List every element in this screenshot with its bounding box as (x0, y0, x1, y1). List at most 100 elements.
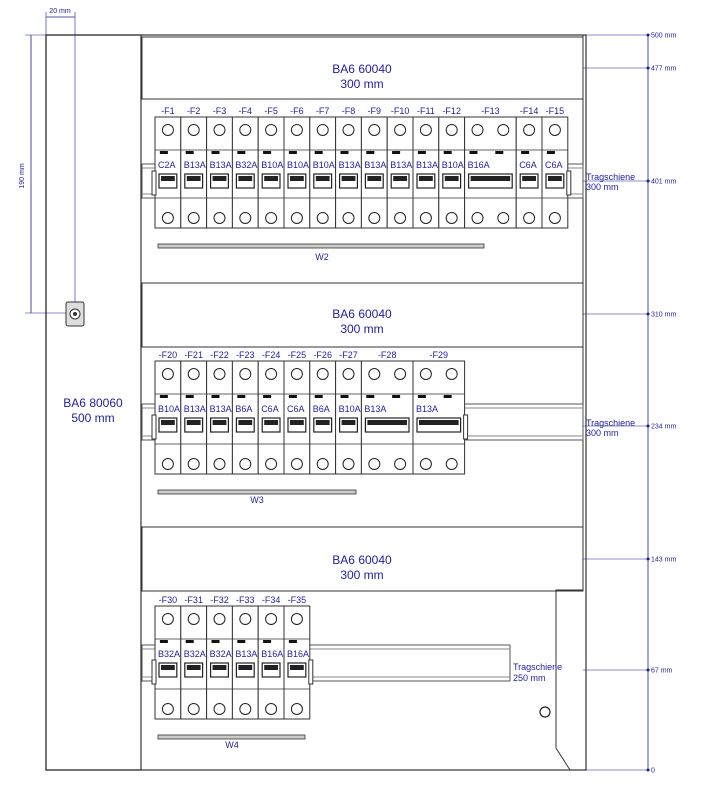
breaker-rating-label: C6A (545, 160, 563, 170)
status-indicator (521, 151, 530, 154)
terminal-screw (213, 124, 226, 136)
busbar-label-w2: W2 (315, 252, 329, 262)
terminal-screw (213, 212, 226, 224)
status-indicator (314, 151, 323, 154)
terminal-screw (187, 613, 200, 625)
terminal-screw (368, 124, 381, 136)
terminal-screw (290, 613, 303, 625)
terminal-screw (265, 703, 278, 715)
height-tick-dot (646, 768, 650, 772)
status-indicator (417, 395, 426, 398)
status-indicator (443, 395, 452, 398)
terminal-screw (497, 124, 510, 136)
status-indicator (237, 151, 246, 154)
breaker-id-label: -F13 (481, 106, 500, 116)
height-tick-label: 477 mm (651, 66, 676, 73)
height-tick-dot (646, 179, 650, 183)
breaker-rating-label: B13A (210, 404, 232, 414)
breaker-rating-label: B13A (416, 160, 438, 170)
toggle-lever-handle (212, 665, 227, 670)
breaker-rating-label: C2A (158, 160, 176, 170)
terminal-screw (394, 458, 407, 470)
toggle-lever-handle (186, 420, 201, 425)
breaker-id-label: -F10 (391, 106, 410, 116)
toggle-lever-handle (264, 665, 278, 670)
breaker-rating-label: C6A (287, 404, 305, 414)
status-indicator (237, 640, 246, 643)
rail-1-size: 300 mm (586, 182, 619, 192)
toggle-lever-handle (419, 176, 433, 181)
toggle-lever-handle (315, 420, 330, 425)
rail-3-size: 250 mm (513, 673, 546, 683)
terminal-screw (368, 458, 381, 470)
end-clamp (151, 170, 157, 196)
toggle-lever-handle (186, 176, 201, 181)
busbar-label-w4: W4 (225, 740, 239, 750)
height-tick-dot (646, 557, 650, 561)
toggle-lever-handle (470, 176, 511, 181)
status-indicator (237, 395, 246, 398)
terminal-screw (187, 124, 200, 136)
terminal-screw (239, 124, 252, 136)
terminal-screw (265, 458, 278, 470)
breaker-id-label: -F5 (264, 106, 278, 116)
terminal-screw (394, 368, 407, 380)
breaker-rating-label: B32A (235, 160, 257, 170)
terminal-screw (187, 368, 200, 380)
terminal-screw (161, 124, 174, 136)
status-indicator (211, 640, 220, 643)
breaker-id-label: -F11 (417, 106, 435, 116)
busbar (157, 734, 306, 740)
toggle-lever-handle (264, 420, 278, 425)
breaker-rating-label: C6A (261, 404, 279, 414)
status-indicator (159, 151, 168, 154)
terminal-screw (316, 368, 329, 380)
toggle-lever-handle (238, 420, 253, 425)
duct-3-size: 300 mm (340, 568, 383, 582)
breaker-body (464, 116, 517, 229)
mounting-hole (539, 706, 551, 718)
breaker-id-label: -F25 (288, 350, 307, 360)
terminal-screw (161, 703, 174, 715)
breaker-id-label: -F21 (184, 350, 203, 360)
breaker-rating-label: B6A (235, 404, 252, 414)
height-tick-label: 0 (651, 768, 655, 775)
status-indicator (263, 640, 272, 643)
breaker-rating-label: B32A (158, 649, 180, 659)
status-indicator (392, 395, 401, 398)
terminal-screw (290, 703, 303, 715)
terminal-screw (161, 212, 174, 224)
terminal-screw (342, 458, 355, 470)
